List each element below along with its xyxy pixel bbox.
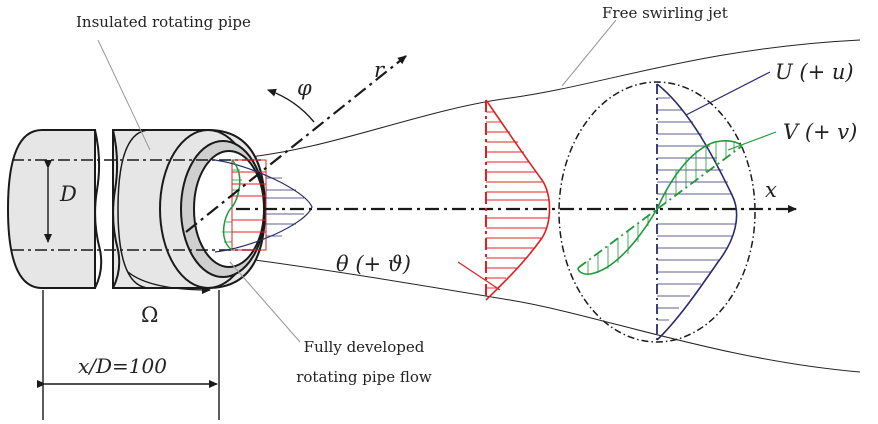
U-label: U (+ u): [775, 60, 854, 84]
jet-upper-boundary: [239, 39, 861, 159]
leader-V: [727, 131, 777, 151]
phi-arrow: [267, 88, 315, 123]
phi-label: φ: [297, 76, 312, 100]
jet-cross-section: [558, 81, 756, 343]
pipe-exit-axial-hatch: [266, 177, 304, 237]
leader-free-jet: [561, 19, 617, 87]
x-label: x: [765, 178, 777, 202]
jet-lower-boundary: [239, 257, 861, 373]
pipe-flow-label-line1: Fully developed: [303, 338, 425, 356]
free-jet-label: Free swirling jet: [602, 4, 728, 22]
omega-arrow: [127, 271, 211, 294]
pipe-exit-axial-profile: [214, 159, 313, 253]
jet-swirl-velocity-profile: [577, 139, 743, 275]
x-over-d-label: x/D=100: [78, 354, 167, 378]
insulated-rotating-pipe: [6, 129, 267, 289]
diameter-label: D: [60, 182, 77, 206]
omega-label: Ω: [141, 303, 159, 327]
jet-axial-velocity-profile: [656, 83, 738, 341]
pipe-exit-temperature-profile: [231, 159, 267, 251]
r-label: r: [374, 58, 385, 82]
insulated-pipe-label: Insulated rotating pipe: [76, 13, 251, 31]
r-axis: [185, 55, 407, 233]
pipe-flow-label-line2: rotating pipe flow: [296, 368, 432, 386]
V-label: V (+ v): [783, 120, 858, 144]
jet-temperature-profile: [457, 99, 551, 301]
pipe-front-arc: [117, 129, 151, 289]
leader-U: [685, 71, 771, 116]
leader-insulated-pipe: [97, 39, 151, 151]
theta-label: θ (+ ϑ): [336, 252, 411, 276]
pipe-exit-swirl-profile: [222, 159, 241, 251]
leader-pipe-flow: [229, 261, 301, 343]
pipe-break-right: [112, 129, 121, 289]
